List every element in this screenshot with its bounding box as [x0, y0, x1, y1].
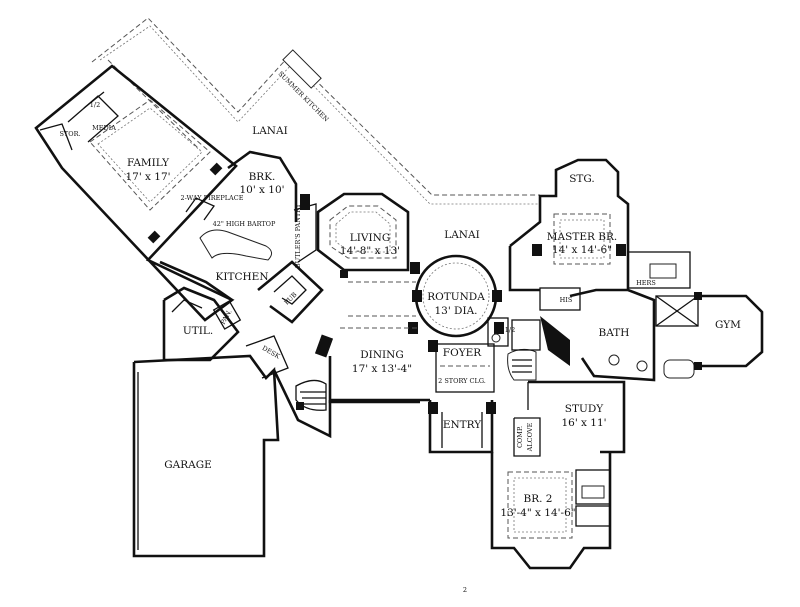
pub-block [257, 260, 334, 358]
label-br2-size: 13'-4" x 14'-6" [500, 507, 575, 519]
family-wing [34, 64, 238, 322]
label-foyer: FOYER [443, 347, 482, 359]
label-garage: GARAGE [164, 459, 212, 471]
label-storage: STOR. [59, 130, 80, 138]
label-bartop: 42" HIGH BARTOP [213, 220, 276, 228]
label-entry: ENTRY [443, 419, 482, 431]
label-gym: GYM [715, 319, 741, 331]
label-dining: DINING [360, 349, 403, 361]
label-master-size: 14' x 14'-6" [552, 244, 612, 256]
label-hers: HERS [636, 279, 656, 287]
label-foyer-note: 2 STORY CLG. [438, 377, 486, 385]
study [513, 380, 626, 457]
label-rotunda-size: 13' DIA. [434, 305, 477, 317]
center-fixtures [487, 317, 541, 351]
kitchen-breakfast [159, 150, 317, 302]
label-master: MASTER BR. [547, 231, 617, 243]
label-family-size: 17' x 17' [125, 171, 170, 183]
master-suite [508, 158, 691, 311]
label-lanai-right: LANAI [444, 229, 479, 241]
label-storage-top: STG. [569, 173, 595, 185]
label-alcove: ALCOVE [526, 422, 534, 452]
gym [694, 292, 764, 370]
labels: LANAI SUMMER KITCHEN FAMILY 17' x 17' 1/… [59, 70, 741, 594]
label-family: FAMILY [127, 157, 170, 169]
label-his: HIS [560, 296, 573, 304]
label-utility: UTIL. [183, 325, 213, 337]
label-butlers-pantry: BUTLER'S PANTRY [294, 203, 302, 268]
foyer-entry [428, 343, 496, 454]
label-study: STUDY [565, 403, 604, 415]
living-room [316, 192, 420, 278]
garage [132, 354, 280, 558]
label-pub: PUB [283, 290, 299, 306]
label-fireplace: 2-WAY FIREPLACE [181, 194, 244, 202]
label-media: MEDIA [92, 124, 116, 132]
label-bath: BATH [599, 327, 630, 339]
label-living-size: 14'-8" x 13' [340, 245, 400, 257]
utility-area [162, 286, 289, 379]
lanai-area [91, 17, 540, 205]
label-breakfast: BRK. [249, 171, 276, 183]
label-lanai-top: LANAI [252, 125, 287, 137]
bedroom-2 [490, 452, 612, 570]
label-comp: COMP. [516, 426, 524, 448]
label-kitchen: KITCHEN [215, 271, 268, 283]
label-dining-size: 17' x 13'-4" [352, 363, 412, 375]
label-living: LIVING [350, 232, 390, 244]
gallery-stair [272, 356, 420, 439]
dining-room [330, 327, 438, 402]
label-rotunda: ROTUNDA [427, 291, 485, 303]
label-half-bath-nw: 1/2 [90, 101, 100, 109]
footer-mark: 2 [463, 586, 467, 594]
master-bath [507, 288, 699, 382]
label-breakfast-size: 10' x 10' [239, 184, 284, 196]
label-br2: BR. 2 [524, 493, 553, 505]
label-study-size: 16' x 11' [561, 417, 606, 429]
label-half-bath-center: 1/2 [505, 326, 515, 334]
